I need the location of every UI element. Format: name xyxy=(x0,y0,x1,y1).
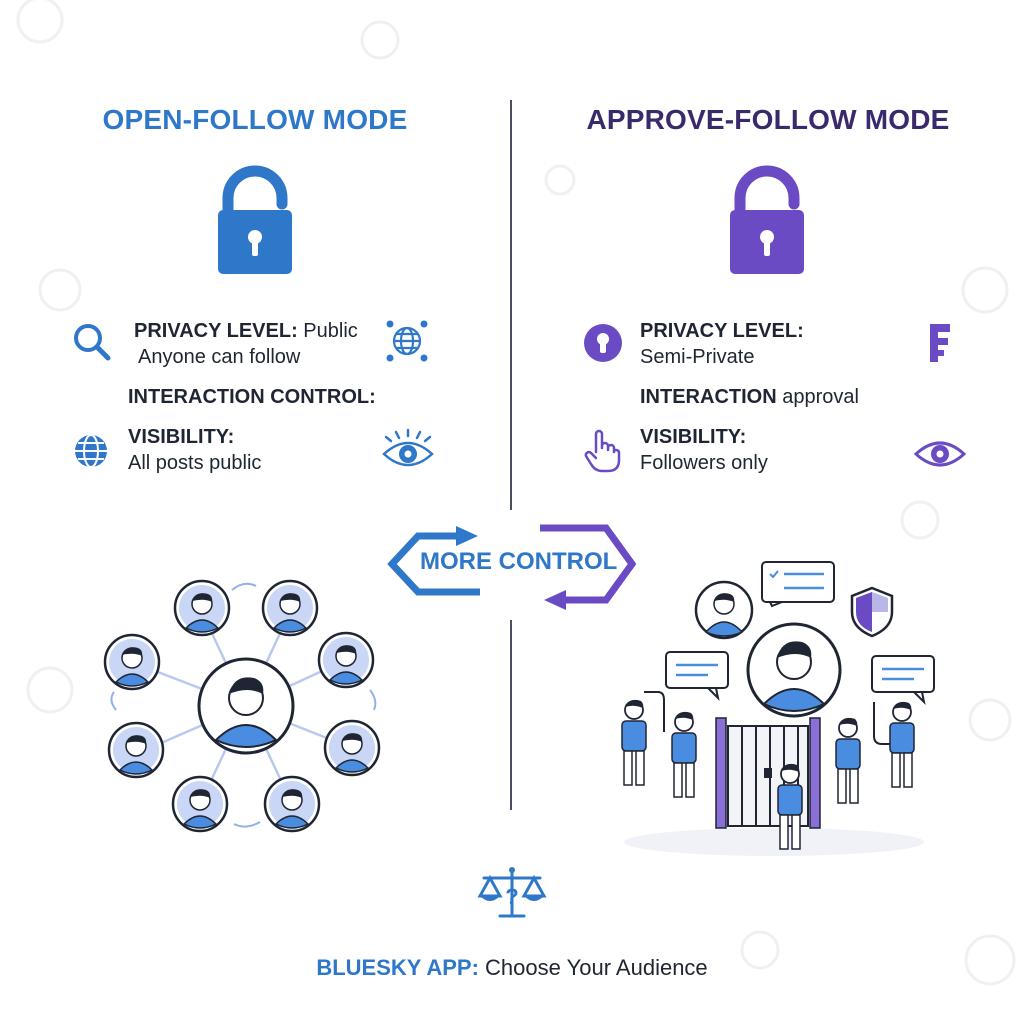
svg-text:?: ? xyxy=(505,884,518,909)
approve-gate-illustration xyxy=(621,561,936,856)
eye-icon xyxy=(382,428,434,467)
padlock-icon xyxy=(730,165,804,274)
open-visibility-value: All posts public xyxy=(128,452,262,474)
open-privacy-value: Public xyxy=(303,320,358,342)
pointing-hand-icon xyxy=(584,429,621,473)
open-interaction-label: INTERACTION CONTROL: xyxy=(128,386,376,408)
network-globe-icon xyxy=(386,320,428,362)
approve-privacy-label: PRIVACY LEVEL: xyxy=(640,320,804,342)
open-privacy-line: PRIVACY LEVEL: Public xyxy=(134,318,358,344)
vertical-divider-bottom xyxy=(510,620,512,810)
approve-follow-mode-title: APPROVE-FOLLOW MODE xyxy=(586,104,950,135)
scales-question-icon: ? xyxy=(477,867,547,918)
open-visibility-label: VISIBILITY: xyxy=(128,426,235,448)
vertical-divider-top xyxy=(510,100,512,510)
caption-brand: BLUESKY APP: xyxy=(316,955,479,980)
key-icon xyxy=(930,324,950,362)
open-follow-mode-title: OPEN-FOLLOW MODE xyxy=(102,104,408,135)
open-privacy-detail: Anyone can follow xyxy=(138,346,301,368)
approve-visibility-value: Followers only xyxy=(640,452,768,474)
keyhole-badge-icon xyxy=(584,324,622,362)
approve-interaction-label: INTERACTION xyxy=(640,386,777,408)
globe-icon xyxy=(75,434,107,468)
search-icon xyxy=(74,324,111,361)
eye-icon-purple xyxy=(913,441,967,467)
open-privacy-label: PRIVACY LEVEL: xyxy=(134,320,298,342)
caption-text: Choose Your Audience xyxy=(485,955,708,980)
footer-caption: BLUESKY APP: Choose Your Audience xyxy=(0,955,1024,981)
approve-interaction-value: approval xyxy=(782,386,859,408)
more-control-label: MORE CONTROL xyxy=(420,548,618,575)
approve-privacy-value: Semi-Private xyxy=(640,346,755,368)
approve-visibility-label: VISIBILITY: xyxy=(640,426,747,448)
unlocked-padlock-icon xyxy=(218,165,292,274)
approve-interaction-line: INTERACTION approval xyxy=(640,384,859,410)
more-control-arrows xyxy=(387,524,637,610)
open-network-illustration xyxy=(103,579,381,833)
